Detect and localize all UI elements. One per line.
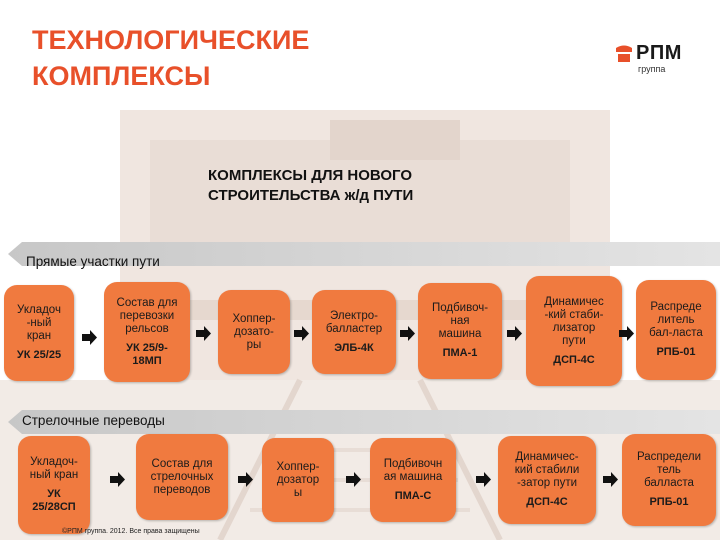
- arrow-right-icon: [110, 472, 125, 487]
- section-label-straight: Прямые участки пути: [26, 254, 160, 269]
- box-name: Укладоч -ный кран: [17, 304, 61, 342]
- page-title: ТЕХНОЛОГИЧЕСКИЕ КОМПЛЕКСЫ: [32, 22, 392, 94]
- box-name: Подбивоч- ная машина: [431, 302, 489, 340]
- arrow-right-icon: [507, 326, 522, 341]
- flow-box-switch-distributor: Распредели тель балласта РПБ-01: [622, 434, 716, 526]
- arrow-right-icon: [476, 472, 491, 487]
- box-code: ЭЛБ-4К: [334, 341, 374, 354]
- rpm-logo-icon: [616, 45, 632, 62]
- flow-box-hopper: Хоппер- дозато- ры: [218, 290, 290, 374]
- box-name: Распредели тель балласта: [636, 451, 702, 489]
- box-code: УК 25/25: [16, 349, 62, 361]
- box-name: Состав для перевозки рельсов: [116, 296, 178, 335]
- flow-box-tamper: Подбивоч- ная машина ПМА-1: [418, 283, 502, 379]
- box-name: Хоппер- дозатор ы: [276, 460, 320, 499]
- copyright-footer: ©РПМ группа. 2012. Все права защищены: [62, 528, 200, 535]
- rpm-logo: РПМ группа: [614, 42, 694, 76]
- box-code: УК 25/28СП: [32, 488, 76, 513]
- box-name: Хоппер- дозато- ры: [232, 312, 276, 351]
- box-name: Распреде литель бал-ласта: [649, 301, 703, 339]
- flow-box-ballaster: Электро- балластер ЭЛБ-4К: [312, 290, 396, 374]
- flow-box-distributor: Распреде литель бал-ласта РПБ-01: [636, 280, 716, 380]
- box-name: Подбивочн ая машина: [383, 457, 443, 483]
- arrow-right-icon: [603, 472, 618, 487]
- logo-subtext: группа: [638, 64, 666, 74]
- box-code: РПБ-01: [656, 346, 696, 358]
- box-name: Динамичес- кий стабили -затор пути: [514, 451, 580, 489]
- box-name: Укладоч- ный кран: [29, 456, 79, 481]
- flow-box-crane: Укладоч -ный кран УК 25/25: [4, 285, 74, 381]
- flow-box-rail-transport: Состав для перевозки рельсов УК 25/9- 18…: [104, 282, 190, 382]
- arrow-right-icon: [619, 326, 634, 341]
- section-label-switches: Стрелочные переводы: [22, 413, 165, 428]
- section-band-straight: [8, 242, 720, 266]
- box-code: ПМА-С: [394, 489, 432, 502]
- arrow-right-icon: [346, 472, 361, 487]
- title-line-2: КОМПЛЕКСЫ: [32, 61, 211, 91]
- flow-box-switch-tamper: Подбивочн ая машина ПМА-С: [370, 438, 456, 522]
- box-code: РПБ-01: [649, 496, 689, 508]
- diagram-subtitle: КОМПЛЕКСЫ ДЛЯ НОВОГО СТРОИТЕЛЬСТВА ж/д П…: [208, 166, 538, 206]
- arrow-right-icon: [294, 326, 309, 341]
- arrow-right-icon: [400, 326, 415, 341]
- box-code: ДСП-4С: [553, 353, 595, 366]
- flow-box-stabilizer: Динамичес -кий стаби- лизатор пути ДСП-4…: [526, 276, 622, 386]
- flow-box-switch-hopper: Хоппер- дозатор ы: [262, 438, 334, 522]
- section-band-switches: [8, 410, 720, 434]
- subtitle-line-2: СТРОИТЕЛЬСТВА ж/д ПУТИ: [208, 187, 414, 204]
- box-code: ДСП-4С: [526, 496, 568, 508]
- box-code: ПМА-1: [442, 347, 478, 359]
- flow-box-switch-transport: Состав для стрелочных переводов: [136, 434, 228, 520]
- box-code: УК 25/9- 18МП: [126, 341, 168, 367]
- subtitle-line-1: КОМПЛЕКСЫ ДЛЯ НОВОГО: [208, 167, 413, 184]
- box-name: Динамичес -кий стаби- лизатор пути: [544, 295, 604, 347]
- flow-box-switch-crane: Укладоч- ный кран УК 25/28СП: [18, 436, 90, 534]
- arrow-right-icon: [82, 330, 97, 345]
- logo-text: РПМ: [636, 42, 682, 64]
- arrow-right-icon: [196, 326, 211, 341]
- box-name: Состав для стрелочных переводов: [150, 457, 214, 496]
- box-name: Электро- балластер: [325, 309, 383, 335]
- flow-box-switch-stabilizer: Динамичес- кий стабили -затор пути ДСП-4…: [498, 436, 596, 524]
- title-line-1: ТЕХНОЛОГИЧЕСКИЕ: [32, 25, 310, 55]
- arrow-right-icon: [238, 472, 253, 487]
